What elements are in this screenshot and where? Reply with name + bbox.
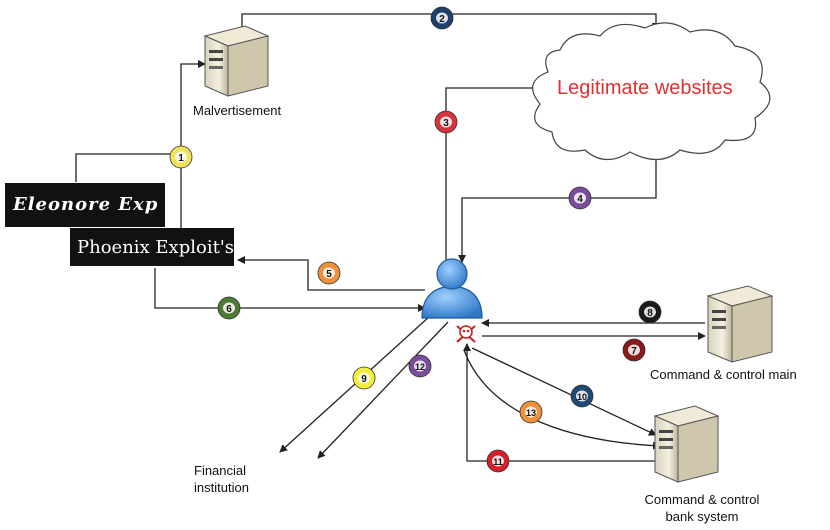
- step-number-12: 12: [415, 362, 425, 372]
- arrow-step-6: [154, 268, 426, 312]
- eleonore-exploit-logo: Eleonore Exp: [5, 183, 165, 227]
- step-badge-highlight-10: [576, 390, 588, 402]
- step-badge-8: 8: [638, 300, 662, 324]
- step-badge-highlight-7: [628, 344, 640, 356]
- step-badge-3: 3: [434, 110, 458, 134]
- arrow-step-10: [471, 347, 657, 436]
- step-badge-highlight-3: [440, 116, 452, 128]
- malvertisement-server-icon: [203, 25, 270, 97]
- step-badge-7: 7: [622, 338, 646, 362]
- step-number-2: 2: [439, 14, 445, 25]
- step-badge-highlight-5: [323, 267, 335, 279]
- step-number-11: 11: [493, 457, 503, 467]
- step-number-10: 10: [577, 392, 587, 402]
- step-badge-highlight-13: [525, 406, 537, 418]
- step-badge-highlight-1: [175, 151, 187, 163]
- financial-institution-label-line1: Financial: [194, 463, 247, 478]
- financial-institution-label-line2: institution: [194, 480, 249, 495]
- cc-main-server-icon: [706, 285, 774, 363]
- phoenix-exploit-logo: Phoenix Exploit's: [70, 228, 234, 266]
- step-number-1: 1: [178, 153, 184, 164]
- step-number-13: 13: [526, 408, 536, 418]
- cc-bank-server-icon: [653, 405, 720, 483]
- step-badge-12: 12: [408, 354, 432, 378]
- arrow-step-13: [463, 349, 661, 450]
- step-number-9: 9: [361, 374, 367, 385]
- arrow-step-4: [458, 150, 657, 263]
- cc-bank-label-line1: Command & control: [644, 492, 760, 507]
- step-badge-11: 11: [486, 449, 510, 473]
- malware-skull-icon: [456, 325, 476, 343]
- step-badge-4: 4: [568, 186, 592, 210]
- step-badge-highlight-2: [436, 12, 448, 24]
- legitimate-websites-cloud: [532, 22, 771, 161]
- step-number-7: 7: [631, 346, 637, 357]
- arrow-step-3: [445, 84, 541, 262]
- step-badge-highlight-6: [223, 302, 235, 314]
- eleonore-exploit-text: Eleonore Exp: [13, 194, 159, 215]
- victim-user-icon: [421, 258, 483, 319]
- arrow-step-5: [237, 256, 425, 291]
- step-number-3: 3: [443, 118, 449, 129]
- step-badge-13: 13: [519, 400, 543, 424]
- arrow-step-11: [463, 343, 655, 462]
- step-badge-10: 10: [570, 384, 594, 408]
- step-number-4: 4: [577, 194, 583, 205]
- legitimate-websites-label: Legitimate websites: [557, 77, 733, 99]
- step-badge-2: 2: [430, 6, 454, 30]
- step-number-6: 6: [226, 304, 232, 315]
- step-badge-highlight-8: [644, 306, 656, 318]
- step-badge-1: 1: [169, 145, 193, 169]
- step-badge-9: 9: [352, 366, 376, 390]
- step-badge-highlight-12: [414, 360, 426, 372]
- step-badge-highlight-4: [574, 192, 586, 204]
- arrow-step-12: [317, 321, 449, 459]
- step-badge-5: 5: [317, 261, 341, 285]
- cc-bank-label-line2: bank system: [665, 509, 739, 524]
- step-badge-highlight-11: [492, 455, 504, 467]
- step-number-8: 8: [647, 308, 653, 319]
- phoenix-exploit-text: Phoenix Exploit's: [77, 237, 234, 258]
- cc-main-label: Command & control main: [650, 367, 797, 382]
- step-number-5: 5: [326, 269, 332, 280]
- malvertisement-label: Malvertisement: [193, 103, 282, 118]
- step-badge-6: 6: [217, 296, 241, 320]
- step-badge-highlight-9: [358, 372, 370, 384]
